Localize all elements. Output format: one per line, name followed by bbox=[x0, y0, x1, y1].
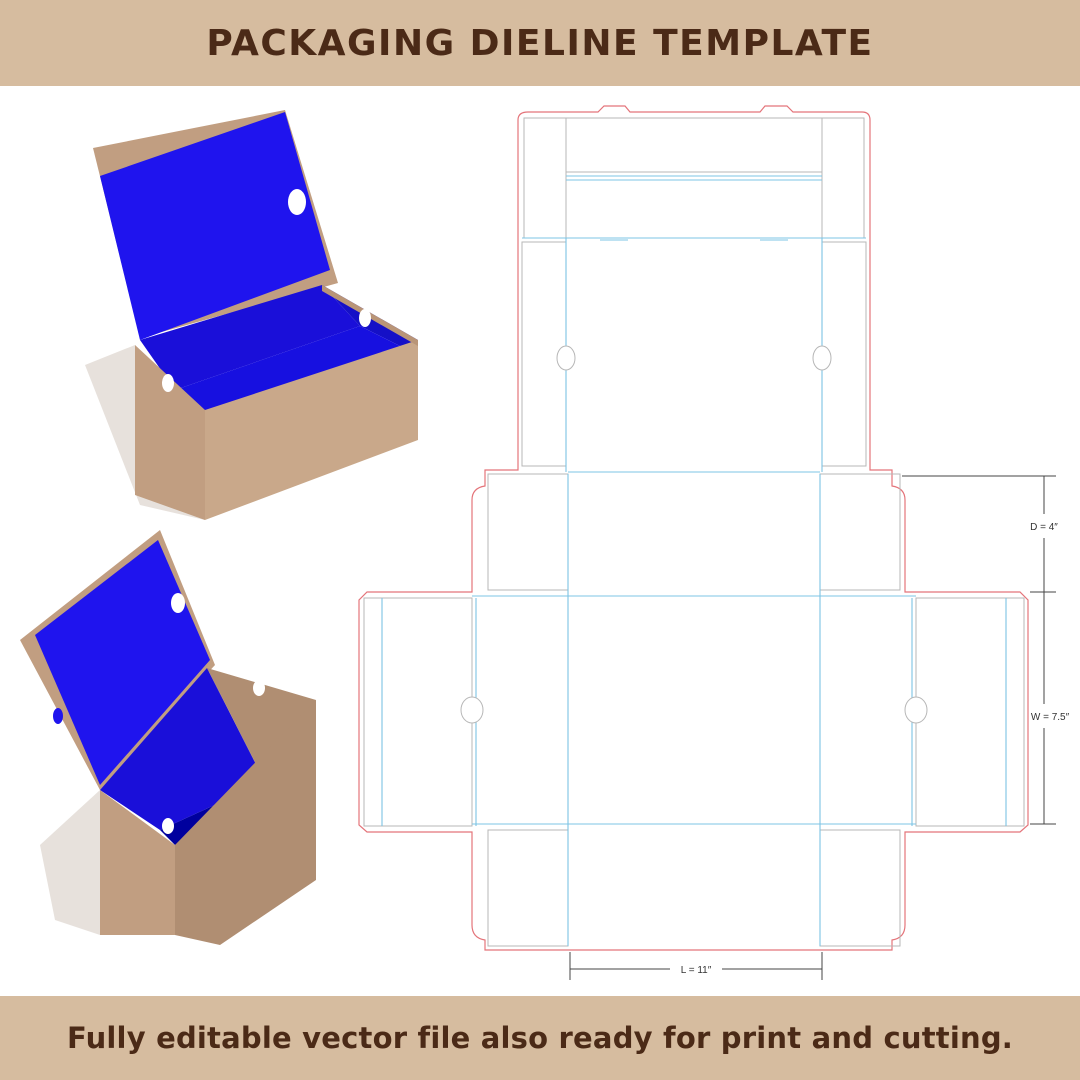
dimension-lines bbox=[569, 475, 1056, 980]
illustration-area: D = 4″ W = 7.5″ L = 11″ bbox=[20, 105, 1070, 980]
box-inner-right bbox=[207, 668, 316, 790]
dieline-panel bbox=[821, 117, 865, 239]
dieline-finger-hole bbox=[812, 345, 832, 371]
box-inner-floor bbox=[175, 326, 418, 412]
wall-finger-hole bbox=[53, 708, 63, 724]
wall-finger-hole bbox=[359, 309, 371, 327]
footer-caption: Fully editable vector file also ready fo… bbox=[67, 1021, 1013, 1055]
box-mockup-front bbox=[85, 110, 418, 520]
dieline-finger-hole bbox=[556, 345, 576, 371]
footer-banner: Fully editable vector file also ready fo… bbox=[0, 996, 1080, 1080]
box-right-wall bbox=[205, 340, 418, 520]
wall-finger-hole bbox=[162, 374, 174, 392]
lid-finger-hole bbox=[171, 593, 185, 613]
dieline-panel bbox=[819, 829, 901, 947]
dieline-finger-hole bbox=[904, 696, 928, 724]
wall-finger-hole bbox=[253, 680, 265, 696]
box-inner-back bbox=[140, 285, 360, 390]
box-mockup-angled bbox=[20, 530, 316, 945]
page-title: PACKAGING DIELINE TEMPLATE bbox=[206, 22, 874, 64]
box-lid-inner bbox=[35, 540, 210, 785]
box-right-wall bbox=[175, 700, 316, 945]
header-banner: PACKAGING DIELINE TEMPLATE bbox=[0, 0, 1080, 86]
dieline-panel bbox=[487, 473, 569, 591]
box-front-wall bbox=[100, 790, 175, 935]
box-lid-inner bbox=[100, 112, 330, 340]
dieline-panel bbox=[363, 597, 473, 827]
dieline-panel bbox=[487, 829, 569, 947]
dieline-panel bbox=[523, 117, 567, 239]
dimension-length-label: L = 11″ bbox=[681, 965, 712, 976]
dieline-cut-outline bbox=[358, 105, 1029, 951]
wall-finger-hole bbox=[162, 818, 174, 834]
dieline-panel bbox=[915, 597, 1025, 827]
box-inner-back bbox=[100, 668, 265, 830]
box-shadow bbox=[40, 790, 100, 935]
dimension-depth-label: D = 4″ bbox=[1030, 522, 1058, 533]
dieline-panel bbox=[819, 473, 901, 591]
dieline-panel bbox=[565, 117, 823, 173]
dimension-width-label: W = 7.5″ bbox=[1031, 712, 1070, 723]
dieline-finger-hole bbox=[460, 696, 484, 724]
lid-finger-hole bbox=[288, 189, 306, 215]
box-front-wall bbox=[135, 345, 205, 520]
dieline bbox=[358, 105, 1029, 951]
